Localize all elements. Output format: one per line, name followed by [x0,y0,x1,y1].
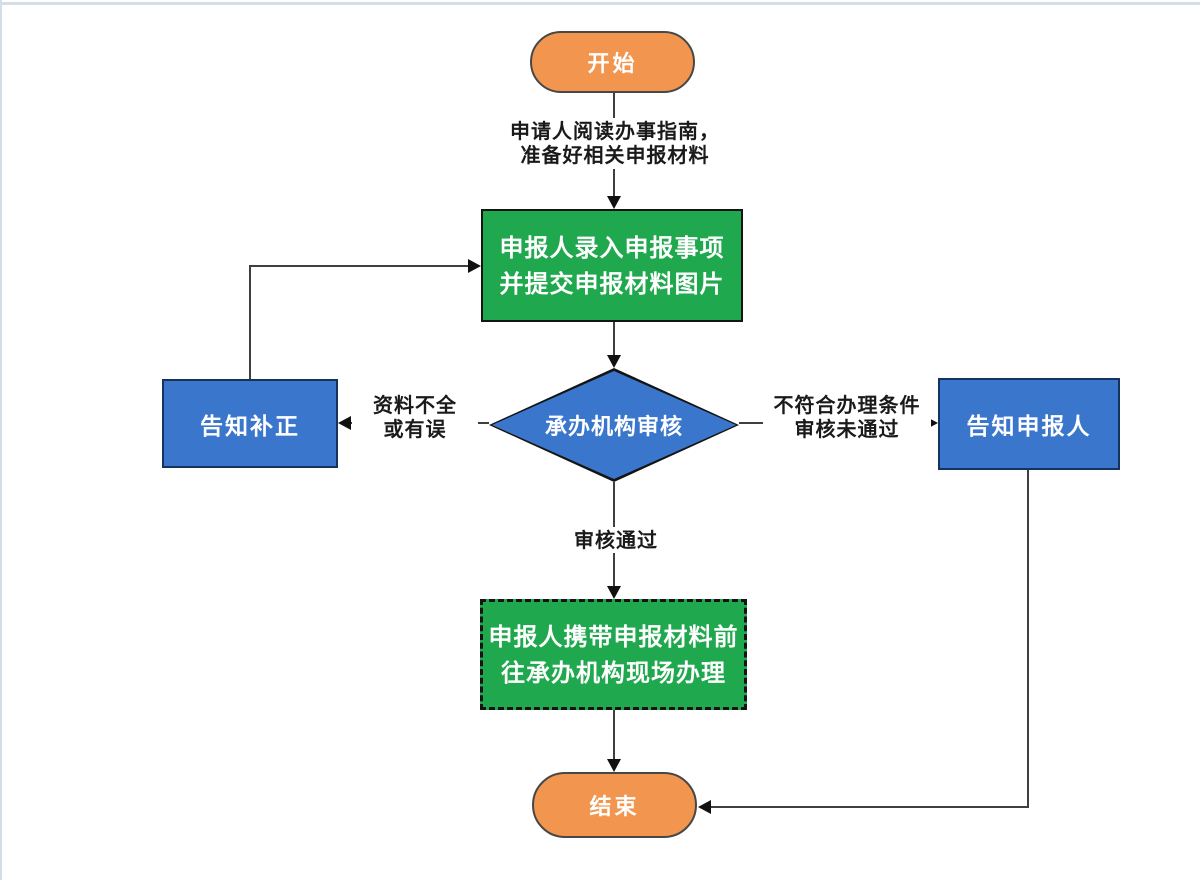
edge-loop-horizontal [249,265,469,267]
node-notify-correct: 告知补正 [162,379,338,468]
edge-submit-to-review [613,322,615,356]
node-notify-applicant: 告知申报人 [938,378,1120,470]
arrowhead-into-end-right [698,800,711,814]
arrowhead-into-correct [338,416,351,430]
edge-label-approved: 审核通过 [558,527,674,554]
edge-applicant-to-end [710,806,1029,808]
edge-loop-vertical [249,266,251,379]
node-onsite: 申报人携带申报材料前 往承办机构现场办理 [480,599,747,710]
page-frame-left [0,0,2,880]
edge-onsite-to-end [613,710,615,760]
edge-label-prepare: 申请人阅读办事指南， 准备好相关申报材料 [455,118,775,169]
node-end: 结束 [532,772,697,838]
arrowhead-into-review [607,355,621,368]
arrowhead-loop-into-submit [468,259,481,273]
edge-label-rejected: 不符合办理条件 审核未通过 [763,392,931,443]
node-start: 开始 [530,31,695,93]
arrowhead-into-submit [607,196,621,209]
arrowhead-into-end-top [607,759,621,772]
edge-applicant-down [1027,470,1029,808]
edge-label-incomplete: 资料不全 或有误 [352,392,478,443]
node-submit: 申报人录入申报事项 并提交申报材料图片 [481,209,743,322]
arrowhead-into-onsite [607,586,621,599]
node-review-label: 承办机构审核 [492,371,736,479]
page-frame-top [0,2,1200,5]
node-review: 承办机构审核 [489,368,739,482]
